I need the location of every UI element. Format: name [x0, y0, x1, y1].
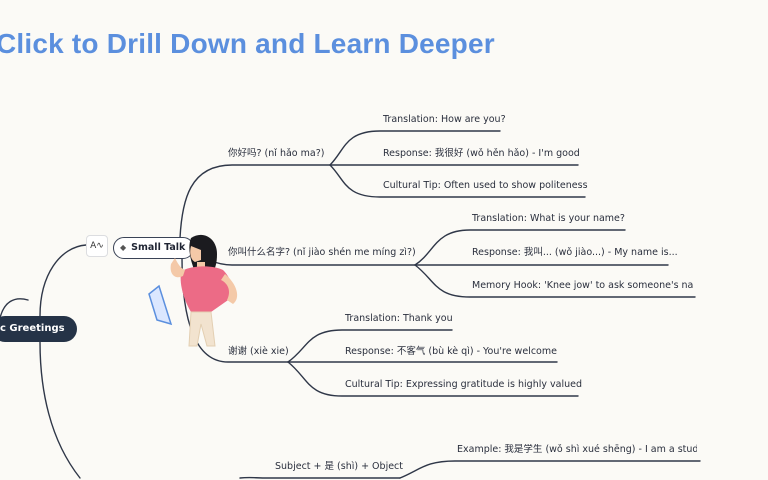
node-phrase-hello[interactable]: 你好吗? (nǐ hǎo ma?): [228, 148, 325, 159]
edge-name-1: [414, 229, 626, 266]
leaf-thanks-tip[interactable]: Cultural Tip: Expressing gratitude is hi…: [345, 379, 582, 390]
leaf-name-memory[interactable]: Memory Hook: 'Knee jow' to ask someone's…: [472, 280, 694, 291]
leaf-thanks-translation[interactable]: Translation: Thank you: [345, 313, 453, 324]
edge-root-smalltalk: [39, 244, 87, 317]
page-title: Click to Drill Down and Learn Deeper: [0, 28, 495, 59]
leaf-hello-translation[interactable]: Translation: How are you?: [383, 114, 506, 125]
edge-smalltalk-hello: [179, 164, 331, 239]
leaf-hello-tip[interactable]: Cultural Tip: Often used to show politen…: [383, 180, 588, 191]
edge-root-left: [0, 298, 29, 319]
edge-hello-1: [329, 130, 501, 166]
chat-icon: ◆: [120, 243, 127, 252]
node-small-talk-label: Small Talk: [131, 242, 186, 253]
node-grammar-subject-shi-object[interactable]: Subject + 是 (shì) + Object: [275, 461, 403, 472]
leaf-grammar-example[interactable]: Example: 我是学生 (wǒ shì xué shēng) - I am …: [457, 444, 697, 455]
leaf-name-translation[interactable]: Translation: What is your name?: [472, 213, 625, 224]
leaf-hello-response[interactable]: Response: 我很好 (wǒ hěn hǎo) - I'm good: [383, 148, 580, 159]
edge-thanks-3: [287, 361, 579, 397]
edge-grammar-child: [399, 460, 701, 479]
leaf-thanks-response[interactable]: Response: 不客气 (bù kè qì) - You're welcom…: [345, 346, 557, 357]
edge-hello-3: [329, 164, 586, 198]
edge-root-down: [39, 341, 81, 479]
ai-sparkle-icon[interactable]: A∿: [86, 235, 108, 257]
thinking-woman-illustration: [148, 234, 238, 347]
root-node-greetings[interactable]: c Greetings: [0, 316, 77, 342]
node-small-talk[interactable]: ◆ Small Talk: [113, 237, 195, 259]
edge-thanks-1: [287, 329, 453, 363]
node-phrase-thanks[interactable]: 谢谢 (xiè xie): [228, 346, 289, 357]
node-phrase-name[interactable]: 你叫什么名字? (nǐ jiào shén me míng zì?): [228, 247, 416, 258]
edge-name-3: [414, 264, 696, 298]
leaf-name-response[interactable]: Response: 我叫... (wǒ jiào...) - My name i…: [472, 247, 678, 258]
